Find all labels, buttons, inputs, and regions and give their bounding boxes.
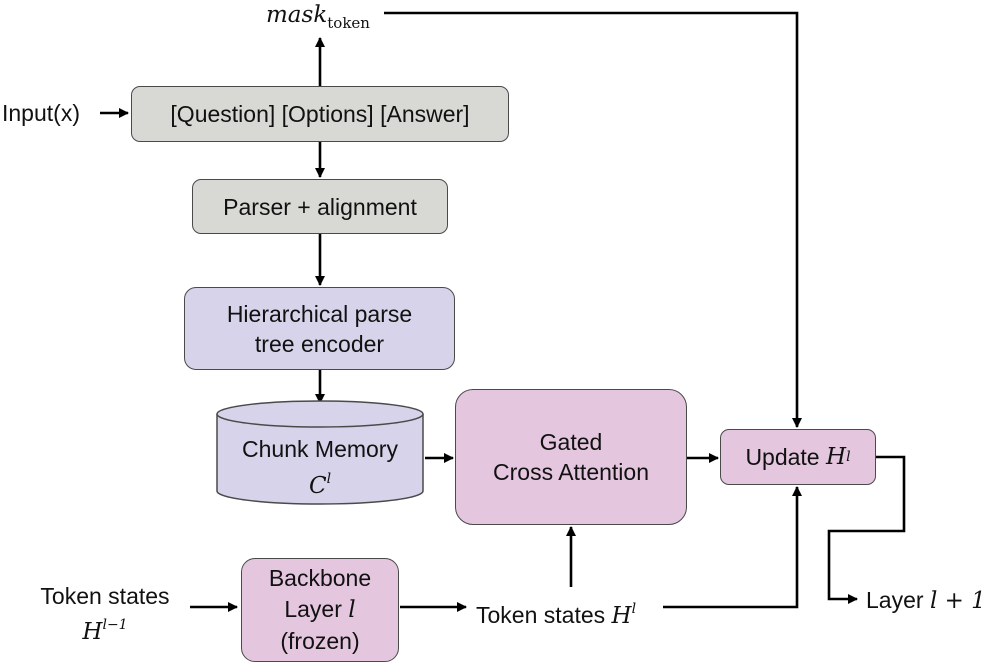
arrow-tokens-to-update bbox=[663, 486, 802, 609]
token-states-mid-text: Token states bbox=[476, 602, 606, 628]
token-states-output-label: Token states Hl bbox=[476, 595, 636, 630]
parser-alignment-box: Parser + alignment bbox=[192, 179, 448, 234]
chunk-memory-cylinder bbox=[216, 400, 424, 505]
backbone-line-1: Backbone bbox=[268, 565, 372, 591]
mask-token-label: masktoken bbox=[266, 0, 370, 37]
question-box-text: [Question] [Options] [Answer] bbox=[170, 101, 470, 127]
question-options-answer-box: [Question] [Options] [Answer] bbox=[131, 86, 509, 142]
layer-next-math: l + 1 bbox=[929, 588, 986, 614]
parser-box-text: Parser + alignment bbox=[223, 193, 417, 220]
h-mid-sup: l bbox=[631, 601, 637, 617]
chunk-memory-title: Chunk Memory bbox=[242, 436, 398, 462]
h-left-sup: l−1 bbox=[102, 617, 128, 633]
backbone-layer-box: Backbone Layer l (frozen) bbox=[241, 558, 399, 662]
backbone-l: l bbox=[348, 597, 356, 623]
input-label: Input(x) bbox=[2, 100, 80, 126]
backbone-line-2: Layer l bbox=[284, 594, 355, 626]
backbone-layer-word: Layer bbox=[284, 596, 342, 622]
update-h: H bbox=[826, 444, 847, 470]
mask-subscript: token bbox=[327, 14, 370, 32]
gated-line-1: Gated bbox=[539, 429, 603, 455]
arrow-mask-to-update bbox=[384, 11, 802, 428]
arrow-update-to-next-layer bbox=[827, 455, 906, 604]
backbone-line-3: (frozen) bbox=[280, 628, 360, 654]
chunk-memory-label: Chunk Memory Cl bbox=[217, 434, 423, 501]
token-states-left-text: Token states bbox=[40, 583, 170, 609]
h-left: H bbox=[82, 619, 103, 645]
encoder-line-1: Hierarchical parse bbox=[226, 300, 413, 327]
update-h-sup: l bbox=[846, 449, 851, 465]
next-layer-label: Layer l + 1 bbox=[866, 586, 986, 615]
hierarchical-encoder-box: Hierarchical parse tree encoder bbox=[184, 287, 455, 370]
chunk-memory-symbol: Cl bbox=[217, 464, 423, 501]
h-mid: H bbox=[611, 603, 632, 629]
encoder-line-2: tree encoder bbox=[254, 330, 385, 357]
update-word: Update bbox=[745, 444, 820, 470]
chunk-c-sup: l bbox=[326, 471, 332, 487]
token-states-left-symbol: Hl−1 bbox=[20, 611, 190, 647]
chunk-c: C bbox=[308, 473, 327, 499]
gated-line-2: Cross Attention bbox=[493, 459, 649, 485]
gated-cross-attention-box: Gated Cross Attention bbox=[455, 389, 687, 525]
token-states-input-label: Token states Hl−1 bbox=[20, 582, 190, 647]
layer-word: Layer bbox=[866, 587, 924, 613]
mask-symbol: mask bbox=[266, 2, 328, 28]
